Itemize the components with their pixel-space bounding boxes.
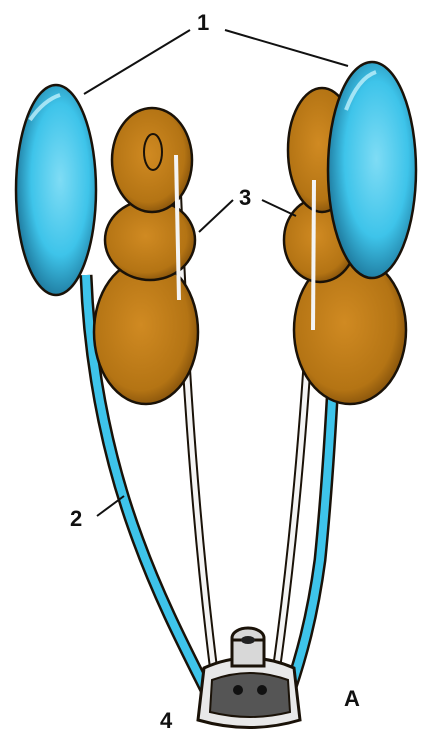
label-4: 4 xyxy=(160,708,173,733)
leader-3-left xyxy=(199,200,233,232)
leader-1-left xyxy=(84,30,190,94)
leader-1-right xyxy=(225,30,348,66)
right-blue-organ xyxy=(328,62,416,278)
left-brown-lobed-organ xyxy=(94,108,198,404)
label-A: A xyxy=(344,686,360,711)
label-2: 2 xyxy=(70,506,82,531)
left-blue-organ xyxy=(16,85,96,295)
label-3: 3 xyxy=(239,185,251,210)
label-1: 1 xyxy=(197,10,209,35)
right-white-duct-top xyxy=(313,180,314,330)
leader-3-right xyxy=(262,200,296,216)
